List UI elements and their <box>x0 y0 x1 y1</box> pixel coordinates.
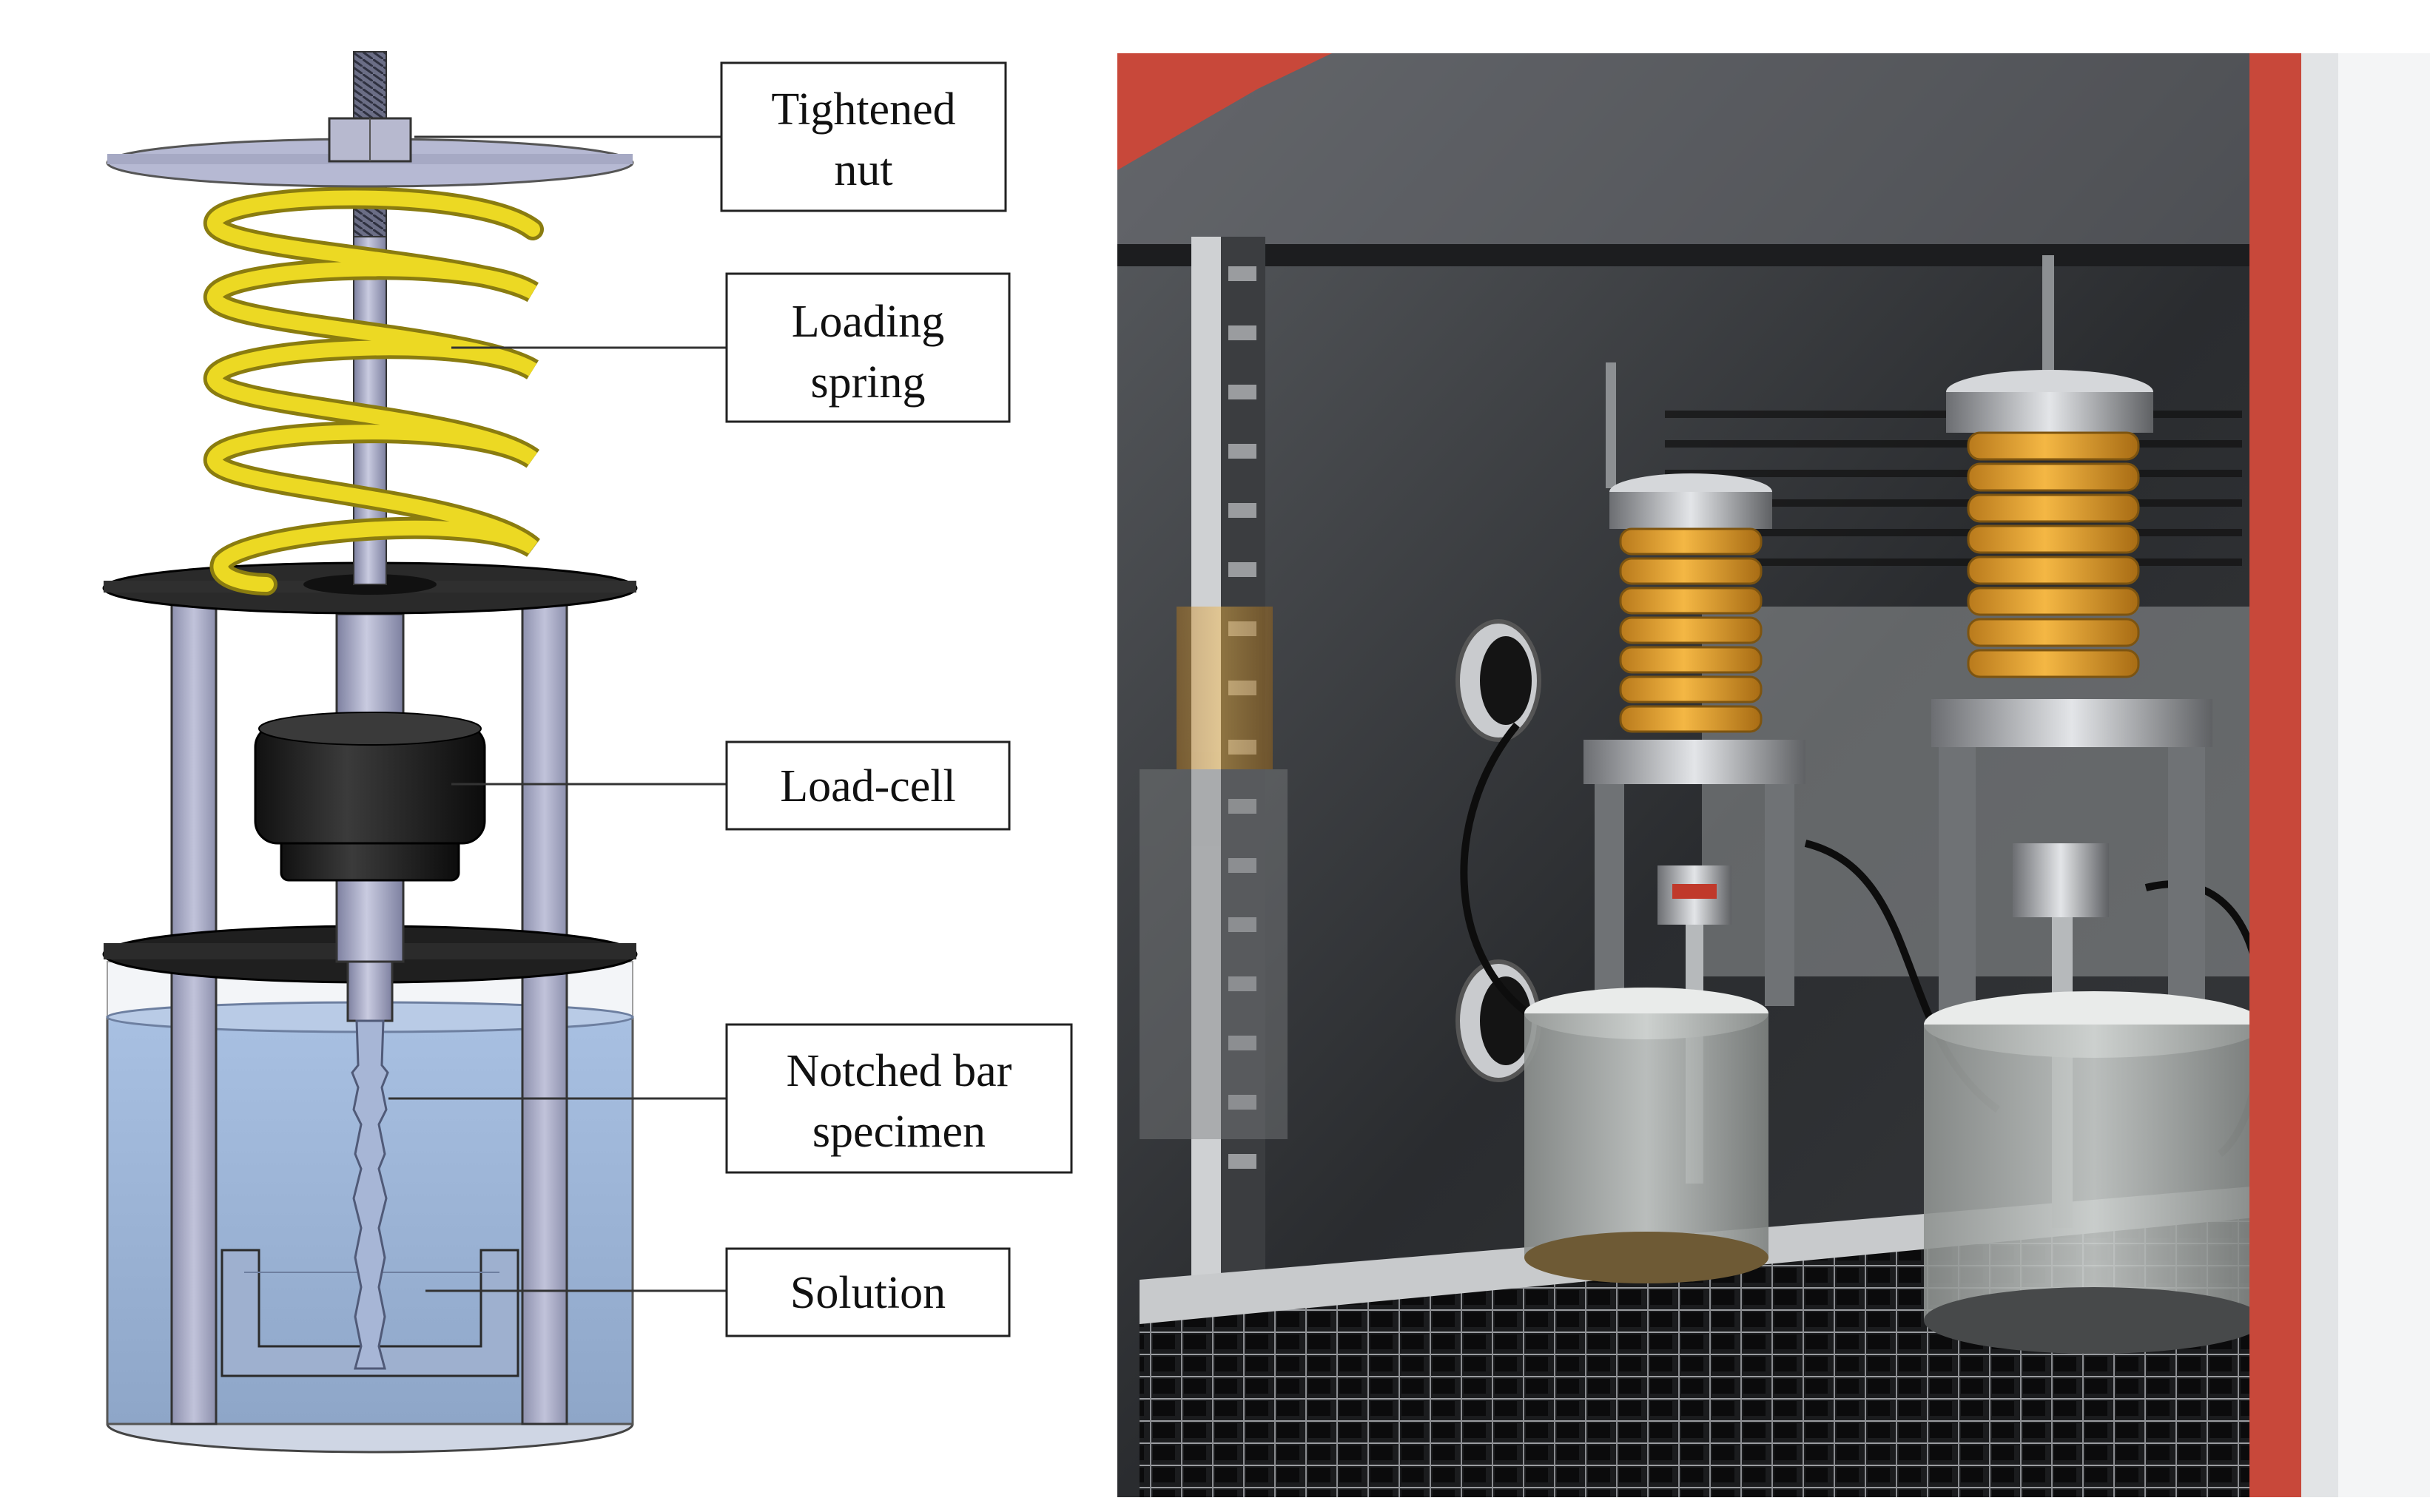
label-tightened-nut-line1: Tightened <box>771 84 955 135</box>
label-loading-spring: Loading spring <box>725 272 1011 423</box>
label-load-cell: Load-cell <box>725 740 1011 831</box>
label-leaders <box>388 135 727 1292</box>
photo-test-chamber <box>1117 53 2430 1497</box>
label-loading-spring-line1: Loading <box>792 297 945 347</box>
label-loading-spring-line2: spring <box>811 357 926 408</box>
label-tightened-nut-line2: nut <box>834 145 892 195</box>
support-posts <box>170 594 568 1425</box>
apparatus-photo-right <box>1924 255 2264 1354</box>
apparatus-photo-left <box>1524 362 1805 1283</box>
label-notched-bar-specimen: Notched bar specimen <box>725 1023 1073 1174</box>
load-cell <box>254 712 486 882</box>
label-solution: Solution <box>725 1247 1011 1337</box>
notched-bar-specimen <box>346 960 394 1370</box>
label-solution-text: Solution <box>790 1268 946 1318</box>
tightened-nut <box>328 117 412 163</box>
label-notched-bar-line2: specimen <box>812 1107 986 1157</box>
label-notched-bar-line1: Notched bar <box>787 1046 1012 1096</box>
label-tightened-nut: Tightened nut <box>720 61 1007 212</box>
chamber-ports <box>1455 619 1541 1082</box>
loading-spring <box>203 186 544 595</box>
cad-diagram <box>102 51 638 1454</box>
label-load-cell-text: Load-cell <box>780 761 956 811</box>
chamber-door-frame <box>2249 53 2301 1497</box>
